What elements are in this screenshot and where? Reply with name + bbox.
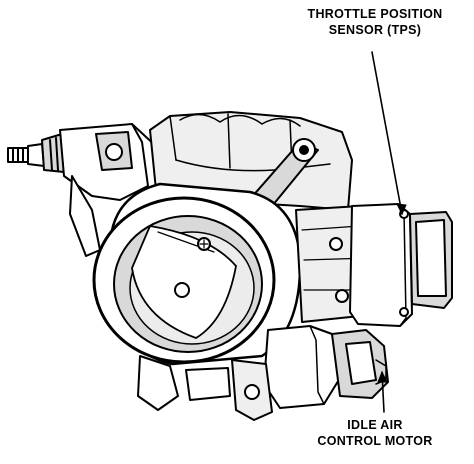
lower-casting [137, 355, 273, 421]
iac-leader-arrow [377, 371, 388, 383]
iac-motor [263, 325, 389, 409]
cable-fitting [7, 133, 65, 173]
tps-callout: THROTTLE POSITION SENSOR (TPS) [280, 6, 470, 38]
iac-callout: IDLE AIR CONTROL MOTOR [300, 417, 450, 449]
iac-callout-line-2: CONTROL MOTOR [317, 434, 433, 448]
tps-callout-line-2: SENSOR (TPS) [328, 23, 422, 37]
throttle-lever [59, 123, 161, 257]
tps-sensor [349, 203, 453, 327]
tps-leader-line [371, 51, 403, 215]
iac-callout-line-1: IDLE AIR [347, 418, 403, 432]
tps-leader-arrow [396, 203, 407, 215]
throttle-bore-housing [92, 182, 302, 366]
tps-callout-line-1: THROTTLE POSITION [307, 7, 443, 21]
